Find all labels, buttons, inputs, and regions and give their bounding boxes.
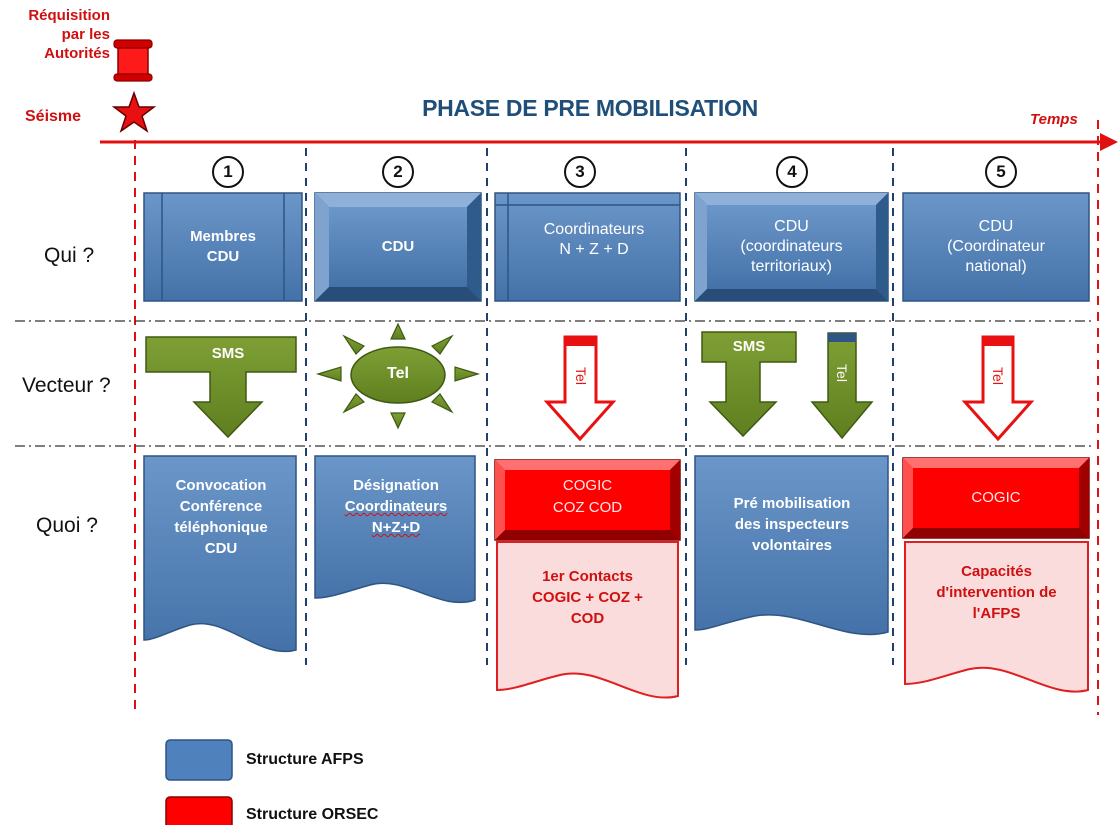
seisme-label: Séisme <box>25 108 82 125</box>
step-circle <box>382 156 414 188</box>
step-circle <box>564 156 596 188</box>
legend-swatch-afps <box>165 739 233 781</box>
sms-label-1: SMS <box>211 345 245 362</box>
orsec-text-5: COGIC <box>971 489 1021 506</box>
quoi-doc-2 <box>314 455 476 604</box>
timeline-arrowhead <box>1100 133 1118 151</box>
row-label-vecteur: Vecteur ? <box>22 374 111 397</box>
quoi-doc-5 <box>904 541 1089 693</box>
step-circle <box>212 156 244 188</box>
qui-text-2: CDU <box>381 238 415 255</box>
time-axis-label: Temps <box>1030 111 1078 128</box>
step-circle <box>776 156 808 188</box>
step-number: 4 <box>787 162 797 181</box>
sms-arrow-4 <box>701 331 797 438</box>
tel-arrow-5 <box>961 335 1035 442</box>
step-number: 5 <box>996 162 1006 181</box>
qui-box-1 <box>143 192 303 302</box>
sun-icon <box>315 322 481 430</box>
orsec-box-3 <box>494 459 681 541</box>
tel-arrow-3 <box>543 335 617 442</box>
scroll-icon <box>113 39 153 82</box>
qui-box-5 <box>902 192 1090 302</box>
orsec-box-5 <box>902 457 1090 539</box>
tel-label-5: Tel <box>990 367 1006 385</box>
step-number: 2 <box>393 162 403 181</box>
qui-box-4 <box>694 192 889 302</box>
quoi-text-2: Désignation Coordinateurs N+Z+D <box>344 477 448 536</box>
page-title: PHASE DE PRE MOBILISATION <box>422 95 758 121</box>
row-label-quoi: Quoi ? <box>36 514 98 537</box>
tel-arrow-4 <box>810 332 874 440</box>
qui-box-3 <box>494 192 681 302</box>
quoi-doc-3 <box>496 541 679 699</box>
qui-box-2 <box>314 192 482 302</box>
requisition-label: Réquisition par les Autorités <box>28 7 110 62</box>
legend-swatch-orsec <box>165 796 233 825</box>
sms-arrow-1 <box>145 336 297 439</box>
star-icon <box>111 90 157 133</box>
tel-label-2: Tel <box>387 365 409 382</box>
row-label-qui: Qui ? <box>44 244 95 267</box>
tel-label-4: Tel <box>834 364 850 382</box>
step-number: 3 <box>575 162 585 181</box>
step-number: 1 <box>223 162 233 181</box>
tel-label-3: Tel <box>573 367 589 385</box>
step-circle <box>985 156 1017 188</box>
sms-label-4: SMS <box>732 338 766 355</box>
legend-label-orsec: Structure ORSEC <box>246 806 379 823</box>
legend-label-afps: Structure AFPS <box>246 751 364 768</box>
quoi-doc-1 <box>143 455 297 653</box>
quoi-doc-4 <box>694 455 889 636</box>
